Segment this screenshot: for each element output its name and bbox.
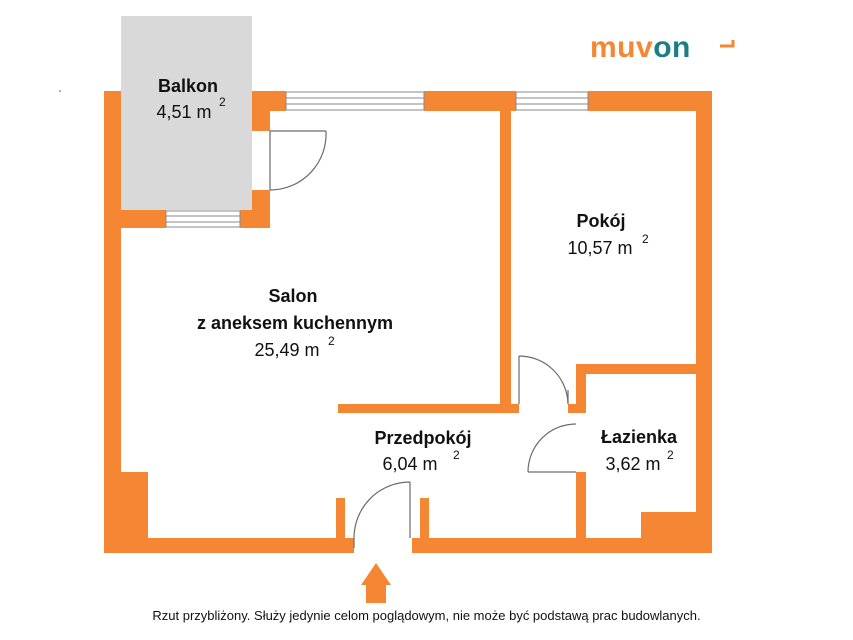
room-pokoj-sup: 2 <box>642 232 649 246</box>
room-przedpokoj-area: 6,04 m <box>382 454 437 474</box>
balcony-wall-column-top <box>252 91 270 131</box>
room-pokoj-area: 10,57 m <box>567 238 632 258</box>
room-salon-name-line1: Salon <box>268 286 317 306</box>
balcony-wall-base-left <box>104 210 166 228</box>
wall-jamb-entry-left <box>336 498 345 538</box>
room-lazienka-label: Łazienka 3,62 m 2 <box>601 427 678 474</box>
room-pokoj-name: Pokój <box>576 211 625 231</box>
wall-lazienka-left-top <box>576 364 586 413</box>
disclaimer-text: Rzut przybliżony. Służy jedynie celom po… <box>152 608 701 623</box>
wall-bottom-left <box>104 538 354 553</box>
door-entrance <box>353 481 411 548</box>
room-balkon-sup: 2 <box>219 95 226 109</box>
wall-top-c <box>424 91 516 111</box>
logo: muvon <box>590 31 735 64</box>
room-lazienka-area: 3,62 m <box>605 454 660 474</box>
room-balkon-name: Balkon <box>158 76 218 96</box>
room-salon-name-line2: z aneksem kuchennym <box>197 313 393 333</box>
room-salon-sup: 2 <box>328 334 335 348</box>
window-salon-top <box>285 91 425 111</box>
wall-block-bottom-left <box>104 472 148 542</box>
wall-door-jamb-pokoj <box>511 404 519 413</box>
wall-lazienka-left-bottom <box>576 472 586 538</box>
room-przedpokoj-name: Przedpokój <box>374 428 471 448</box>
room-przedpokoj-label: Przedpokój 6,04 m 2 <box>374 428 471 474</box>
door-pokoj <box>518 355 569 405</box>
wall-salon-pokoj <box>500 111 511 413</box>
entrance-arrow-icon <box>361 563 391 603</box>
logo-text-part-b: on <box>653 31 691 64</box>
room-salon-label: Salon z aneksem kuchennym 25,49 m 2 <box>197 286 393 360</box>
logo-text-part-a: muv <box>590 31 653 64</box>
doors <box>269 130 577 548</box>
door-balcony <box>269 130 327 191</box>
logo-swoosh-icon <box>720 40 735 48</box>
room-przedpokoj-sup: 2 <box>453 448 460 462</box>
room-salon-area: 25,49 m <box>254 340 319 360</box>
wall-jamb-entry-right <box>420 498 429 538</box>
wall-right <box>696 91 712 553</box>
margin-dot <box>59 90 61 92</box>
wall-salon-przedpokoj <box>338 404 511 413</box>
svg-text:muvon: muvon <box>590 31 691 64</box>
wall-pokoj-bottom <box>576 364 696 374</box>
wall-top-a <box>104 91 121 111</box>
balcony-wall-base-right <box>240 210 270 228</box>
wall-block-bottom-right <box>641 512 701 542</box>
wall-left <box>104 91 121 553</box>
balcony-walls <box>104 91 270 228</box>
wall-top-d <box>588 91 712 111</box>
room-lazienka-name: Łazienka <box>601 427 678 447</box>
room-lazienka-sup: 2 <box>667 448 674 462</box>
balcony-area <box>121 16 252 210</box>
wall-bottom-right <box>412 538 712 553</box>
window-balcony <box>165 210 241 228</box>
windows <box>165 91 589 228</box>
window-pokoj-top <box>515 91 589 111</box>
door-lazienka <box>527 423 577 473</box>
interior-walls <box>104 111 701 542</box>
room-balkon-area: 4,51 m <box>156 102 211 122</box>
room-pokoj-label: Pokój 10,57 m 2 <box>567 211 649 258</box>
room-balkon-label: Balkon 4,51 m 2 <box>156 76 226 122</box>
